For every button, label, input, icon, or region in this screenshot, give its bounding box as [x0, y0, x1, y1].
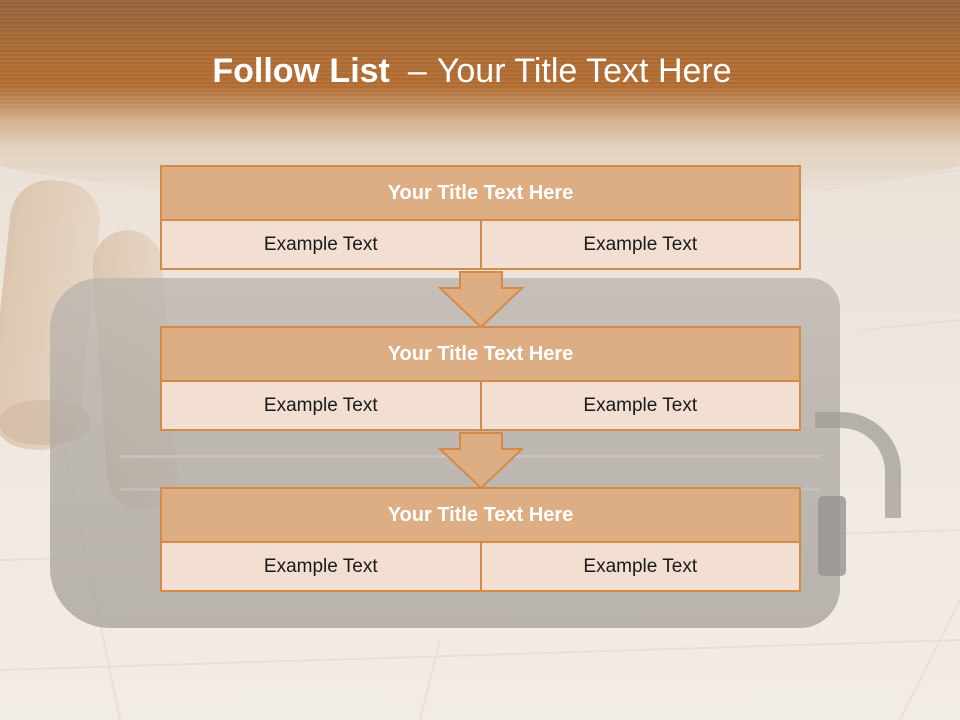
list-cell-right: Example Text: [481, 543, 801, 592]
list-block-2: Your Title Text Here Example Text Exampl…: [160, 326, 801, 431]
list-cell-left: Example Text: [160, 221, 482, 270]
page-title-rest: Your Title Text Here: [436, 52, 732, 90]
page-title-separator: –: [407, 52, 427, 90]
list-cell-right: Example Text: [481, 382, 801, 431]
list-block-3: Your Title Text Here Example Text Exampl…: [160, 487, 801, 592]
list-cell-left: Example Text: [160, 382, 482, 431]
list-block-row: Example Text Example Text: [160, 221, 801, 270]
list-block-row: Example Text Example Text: [160, 382, 801, 431]
list-block-row: Example Text Example Text: [160, 543, 801, 592]
down-arrow-icon: [438, 432, 524, 490]
suitcase-handle-post: [818, 496, 846, 576]
down-arrow-icon: [438, 271, 524, 329]
title-band: [0, 0, 960, 148]
page-title-bold: Follow List: [212, 52, 390, 90]
list-block-title: Your Title Text Here: [160, 165, 801, 221]
list-cell-left: Example Text: [160, 543, 482, 592]
list-cell-right: Example Text: [481, 221, 801, 270]
page-title: Follow List–Your Title Text Here: [0, 52, 944, 91]
list-block-title: Your Title Text Here: [160, 487, 801, 543]
list-block-1: Your Title Text Here Example Text Exampl…: [160, 165, 801, 270]
list-block-title: Your Title Text Here: [160, 326, 801, 382]
